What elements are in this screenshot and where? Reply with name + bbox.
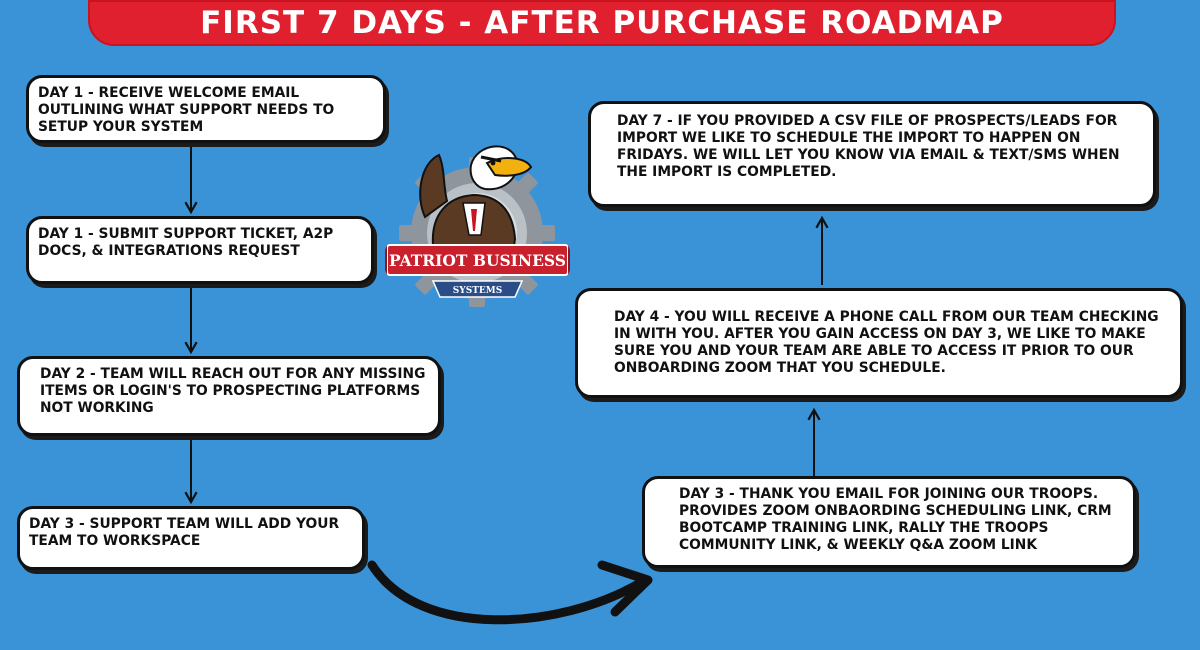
logo-sub-ribbon: SYSTEMS xyxy=(431,280,524,298)
step-day2-team-reach-out: DAY 2 - TEAM WILL REACH OUT FOR ANY MISS… xyxy=(17,356,441,436)
step-text: DAY 3 - SUPPORT TEAM WILL ADD YOUR TEAM … xyxy=(29,516,340,549)
logo-ribbon: PATRIOT BUSINESS xyxy=(385,244,570,276)
step-day3-thank-you-email: DAY 3 - THANK YOU EMAIL FOR JOINING OUR … xyxy=(642,476,1136,568)
step-text: DAY 1 - SUBMIT SUPPORT TICKET, A2P DOCS,… xyxy=(38,226,334,259)
step-text: DAY 7 - IF YOU PROVIDED A CSV FILE OF PR… xyxy=(617,113,1120,180)
step-day3-workspace: DAY 3 - SUPPORT TEAM WILL ADD YOUR TEAM … xyxy=(17,506,365,570)
step-day4-phone-call: DAY 4 - YOU WILL RECEIVE A PHONE CALL FR… xyxy=(575,288,1183,398)
page-title: FIRST 7 DAYS - AFTER PURCHASE ROADMAP xyxy=(200,4,1004,41)
eagle-mascot-icon xyxy=(419,145,533,254)
arrow-curve-head xyxy=(597,560,653,617)
step-day1-support-ticket: DAY 1 - SUBMIT SUPPORT TICKET, A2P DOCS,… xyxy=(26,216,374,284)
step-day7-csv-import: DAY 7 - IF YOU PROVIDED A CSV FILE OF PR… xyxy=(588,101,1156,207)
step-text: DAY 4 - YOU WILL RECEIVE A PHONE CALL FR… xyxy=(614,309,1159,376)
patriot-business-logo: PATRIOT BUSINESS SYSTEMS xyxy=(385,145,570,307)
step-text: DAY 3 - THANK YOU EMAIL FOR JOINING OUR … xyxy=(679,486,1112,553)
logo-name: PATRIOT BUSINESS xyxy=(389,251,566,270)
arrow-curve-day3-to-day3b xyxy=(367,560,645,625)
step-text: DAY 1 - RECEIVE WELCOME EMAIL OUTLINING … xyxy=(38,85,335,135)
logo-sub: SYSTEMS xyxy=(453,286,502,296)
title-banner: FIRST 7 DAYS - AFTER PURCHASE ROADMAP xyxy=(88,0,1116,46)
step-text: DAY 2 - TEAM WILL REACH OUT FOR ANY MISS… xyxy=(40,366,426,416)
step-day1-welcome-email: DAY 1 - RECEIVE WELCOME EMAIL OUTLINING … xyxy=(26,75,386,143)
